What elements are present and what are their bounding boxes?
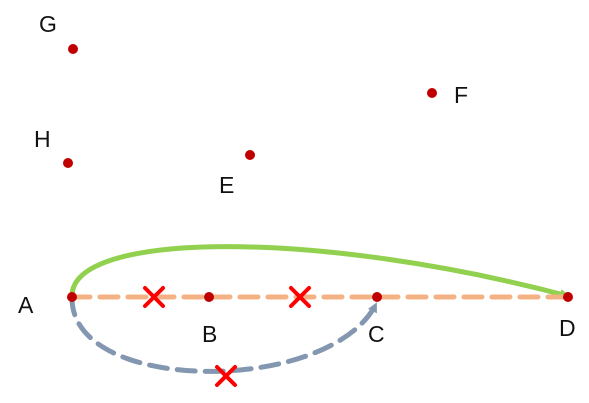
point-a-dot: [67, 292, 77, 302]
point-f-dot: [427, 88, 437, 98]
point-b-dot: [204, 292, 214, 302]
point-h-dot: [63, 158, 73, 168]
blocked-cross-1: [143, 286, 165, 308]
point-b-label: B: [202, 321, 217, 347]
blue-dashed-arc-a-to-c: [69, 294, 379, 374]
point-e-label: E: [219, 172, 234, 198]
point-g-label: G: [39, 11, 57, 37]
point-c-label: C: [368, 321, 385, 347]
point-a-label: A: [18, 292, 34, 318]
point-h-label: H: [34, 126, 51, 152]
blocked-cross-3: [215, 365, 237, 387]
blocked-cross-2: [289, 286, 311, 308]
point-g-dot: [68, 44, 78, 54]
point-c-dot: [372, 292, 382, 302]
point-f-label: F: [454, 82, 468, 108]
point-d-label: D: [559, 315, 576, 341]
green-arc-a-to-d: [69, 244, 571, 300]
point-d-dot: [563, 292, 573, 302]
point-e-dot: [245, 150, 255, 160]
